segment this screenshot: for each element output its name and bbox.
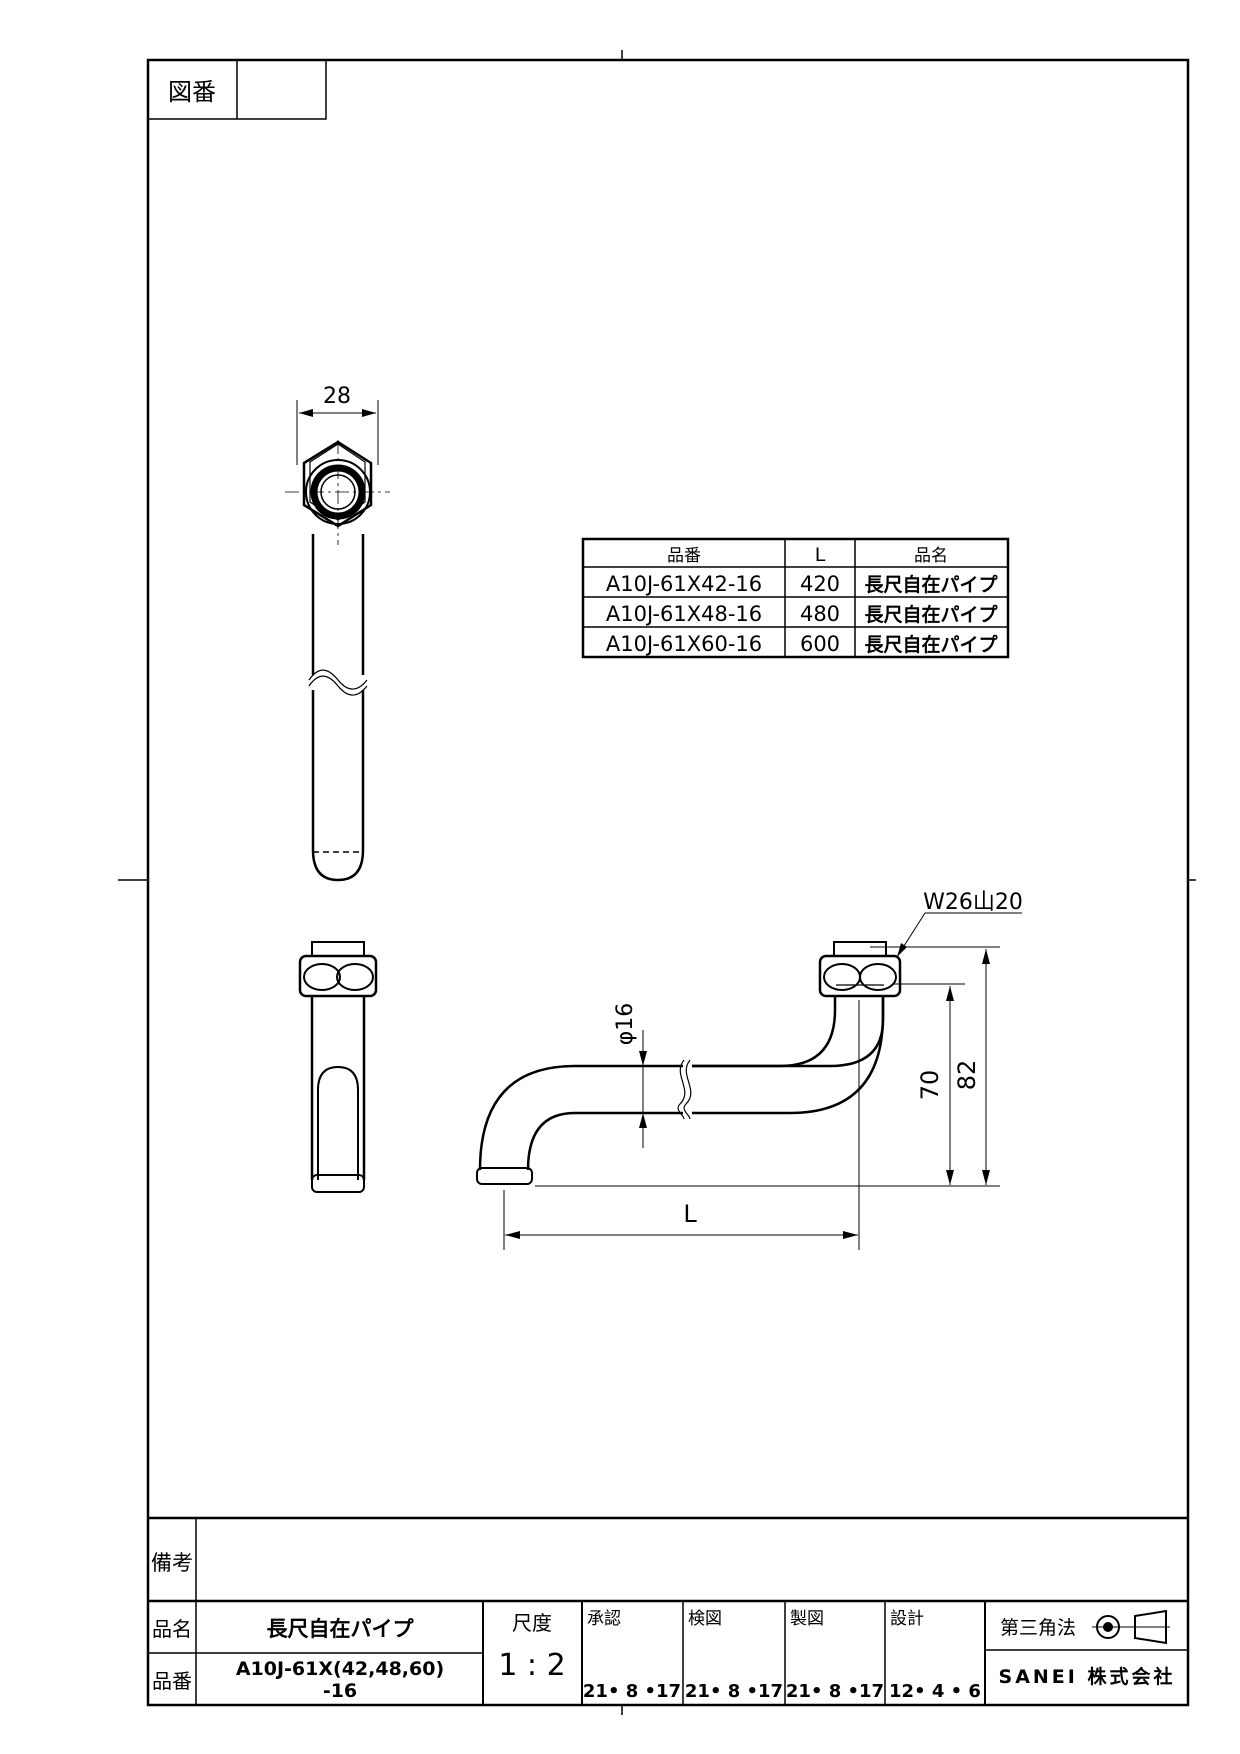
table-header-length: L (815, 544, 826, 566)
part-number-value-line1: A10J-61X(42,48,60) (236, 1658, 444, 1680)
dimension-diameter-label: φ16 (613, 1003, 638, 1046)
product-name-label: 品名 (152, 1617, 192, 1641)
designed-label: 設計 (890, 1609, 924, 1629)
dimension-height-outer-label: 82 (953, 1060, 981, 1091)
drawing-number-label: 図番 (168, 78, 216, 106)
checked-label: 検図 (688, 1609, 722, 1629)
table-header-part-number: 品番 (667, 546, 701, 566)
dimension-thread-label: W26山20 (923, 890, 1023, 915)
company-name: SANEI 株式会社 (999, 1665, 1176, 1688)
sheet-frame (146, 58, 1190, 1707)
variants-table: 品番 L 品名 A10J-61X42-16 420 長尺自在パイプ A10J-6… (581, 537, 1010, 659)
table-row-1-product-name: 長尺自在パイプ (864, 573, 998, 596)
approved-date: 21• 8 •17 (583, 1681, 681, 1702)
scale-value: 1 : 2 (498, 1648, 565, 1683)
dimension-height-inner-label: 70 (916, 1070, 944, 1101)
remarks-label: 備考 (151, 1551, 193, 1575)
checked-date: 21• 8 •17 (685, 1681, 783, 1702)
projection-label: 第三角法 (1000, 1617, 1076, 1639)
scale-label: 尺度 (512, 1611, 552, 1635)
approved-label: 承認 (587, 1609, 621, 1629)
drawn-date: 21• 8 •17 (786, 1681, 884, 1702)
title-block: 備考 品名 長尺自在パイプ 品番 A10J-61X(42,48,60) -16 … (148, 1516, 1188, 1705)
table-row-2-length: 480 (800, 602, 840, 626)
table-header-product-name: 品名 (914, 546, 948, 566)
dimension-length-label: L (683, 1200, 697, 1228)
top-view: 28 (285, 384, 390, 882)
table-row-3-part-number: A10J-61X60-16 (606, 632, 762, 656)
drawing-number-box: 図番 (147, 59, 327, 120)
table-row-3-length: 600 (800, 632, 840, 656)
product-name-value: 長尺自在パイプ (267, 1617, 415, 1641)
dimension-width-label: 28 (323, 384, 351, 409)
third-angle-projection-icon (1092, 1609, 1170, 1645)
table-row-3-product-name: 長尺自在パイプ (864, 633, 998, 656)
drawn-label: 製図 (790, 1609, 824, 1629)
table-row-2-part-number: A10J-61X48-16 (606, 602, 762, 626)
front-view: L φ16 70 82 W26山20 (476, 890, 1023, 1250)
part-number-label: 品番 (152, 1669, 192, 1693)
side-view (298, 941, 378, 1193)
part-number-value-line2: -16 (323, 1680, 357, 1702)
table-row-2-product-name: 長尺自在パイプ (864, 603, 998, 626)
designed-date: 12• 4 • 6 (889, 1681, 981, 1702)
table-row-1-part-number: A10J-61X42-16 (606, 572, 762, 596)
table-row-1-length: 420 (800, 572, 840, 596)
